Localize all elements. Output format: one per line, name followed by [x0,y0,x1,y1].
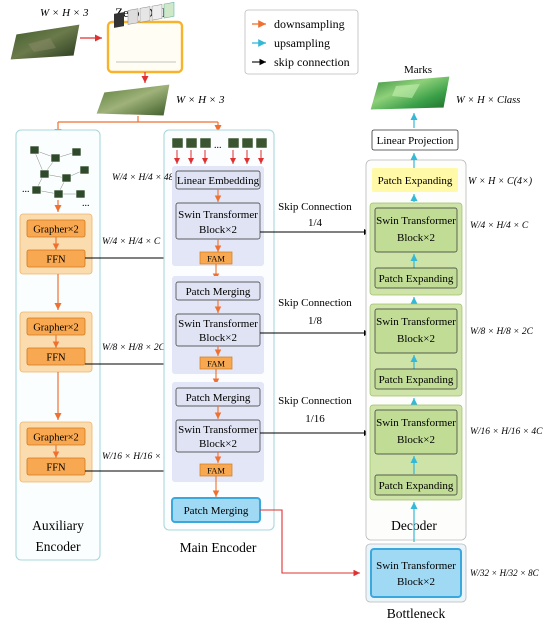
ffn-block-2 [26,347,86,366]
swin-label-enc-2: Swin Transformer [178,318,258,330]
skip-connections: Skip Connection 1/4 Skip Connection 1/8 … [260,201,370,436]
fam-label-3: FAM [207,466,225,476]
patch-merging-final-label: Patch Merging [184,505,249,517]
arrow-to-bottleneck [260,509,360,577]
swin-block-dec-1 [374,207,458,253]
legend-skip-label: skip connection [274,55,350,69]
grapher-label-3: Grapher×2 [33,433,79,444]
grapher-label-2: Grapher×2 [33,323,79,334]
ffn-label-3: FFN [46,463,66,474]
svg-text:...: ... [22,184,30,195]
zero-dce-box [106,2,184,74]
svg-text:Skip Connection: Skip Connection [278,201,352,213]
swin-block-label-dec-1: Block×2 [397,232,435,244]
bottleneck-swin-label: Swin Transformer [376,560,456,572]
thumbnail-arrows [174,150,264,164]
patch-expanding-dec-3 [374,474,458,496]
svg-text:1/16: 1/16 [305,413,325,425]
swin-block-label-enc-3: Block×2 [199,438,237,450]
bottleneck-block-label: Block×2 [397,576,435,588]
ffn-label-1: FFN [46,255,66,266]
linear-projection-block [371,129,459,151]
swin-block-label-enc-2: Block×2 [199,332,237,344]
patch-merging-label-1: Patch Merging [186,286,251,298]
svg-text:1/8: 1/8 [308,315,323,327]
fam-label-2: FAM [207,359,225,369]
swin-block-dec-3 [374,409,458,455]
patch-expanding-label-dec-2: Patch Expanding [379,374,454,386]
dec-dim-2: W/8 × H/8 × 2C [470,327,534,337]
swin-block-label-dec-3: Block×2 [397,434,435,446]
aux-encoder-title-2: Encoder [36,539,81,554]
swin-label-enc-1: Swin Transformer [178,209,258,221]
graph-nodes: ... ... [22,145,90,209]
swin-block-label-dec-2: Block×2 [397,333,435,345]
aux-encoder-title-1: Auxiliary [32,518,84,533]
main-embed-dim: W/4 × H/4 × 48 [112,173,174,183]
aux-dim-3: W/16 × H/16 × 4C [102,452,175,462]
svg-text:...: ... [82,198,90,209]
legend: downsampling upsampling skip connection [244,9,359,75]
dec-dim-1: W/4 × H/4 × C [470,221,529,231]
patch-expanding-dec-1 [374,267,458,289]
aux-dim-1: W/4 × H/4 × C [102,237,161,247]
patch-expanding-final-label: Patch Expanding [378,175,453,187]
legend-upsampling-label: upsampling [274,36,330,50]
swin-block-dec-2 [374,308,458,354]
output-map-image [369,75,451,111]
thumbnails-ellipsis: ... [214,140,222,151]
patch-expanding-dec-2 [374,368,458,390]
ffn-block-3 [26,457,86,476]
ffn-label-2: FFN [46,353,66,364]
aux-stage-2: Grapher×2 FFN [19,311,93,373]
swin-label-enc-3: Swin Transformer [178,424,258,436]
patch-expanding-final [372,168,458,192]
main-encoder-title: Main Encoder [180,540,257,555]
swin-label-dec-3: Swin Transformer [376,417,456,429]
linear-embedding-label: Linear Embedding [177,175,260,187]
bottleneck-title: Bottleneck [387,606,446,621]
dec-dim-3: W/16 × H/16 × 4C [470,427,543,437]
bottleneck-dim: W/32 × H/32 × 8C [470,568,540,578]
legend-downsampling-label: downsampling [274,17,345,31]
swin-label-dec-1: Swin Transformer [376,215,456,227]
enhanced-dim-label: W × H × 3 [176,94,225,106]
patch-merging-label-2: Patch Merging [186,392,251,404]
enhanced-image [95,83,171,117]
aux-stage-1: Grapher×2 FFN [19,213,93,275]
fam-label-1: FAM [207,254,225,264]
patch-expanding-dim: W × H × C(4×) [468,176,533,187]
output-dim: W × H × Class [456,95,520,106]
grapher-label-1: Grapher×2 [33,225,79,236]
swin-label-dec-2: Swin Transformer [376,316,456,328]
svg-text:Skip Connection: Skip Connection [278,297,352,309]
svg-text:1/4: 1/4 [308,217,323,229]
input-image [9,23,81,61]
swin-block-label-enc-1: Block×2 [199,224,237,236]
patch-expanding-label-dec-1: Patch Expanding [379,273,454,285]
patch-thumbnails [171,137,268,149]
bottleneck-swin-block [370,548,462,598]
input-dim-label: W × H × 3 [40,7,89,19]
linear-projection-label: Linear Projection [377,135,454,147]
aux-dim-2: W/8 × H/8 × 2C [102,343,166,353]
svg-text:Skip Connection: Skip Connection [278,395,352,407]
patch-expanding-label-dec-3: Patch Expanding [379,480,454,492]
aux-stage-3: Grapher×2 FFN [19,421,93,483]
marks-label: Marks [404,64,432,76]
